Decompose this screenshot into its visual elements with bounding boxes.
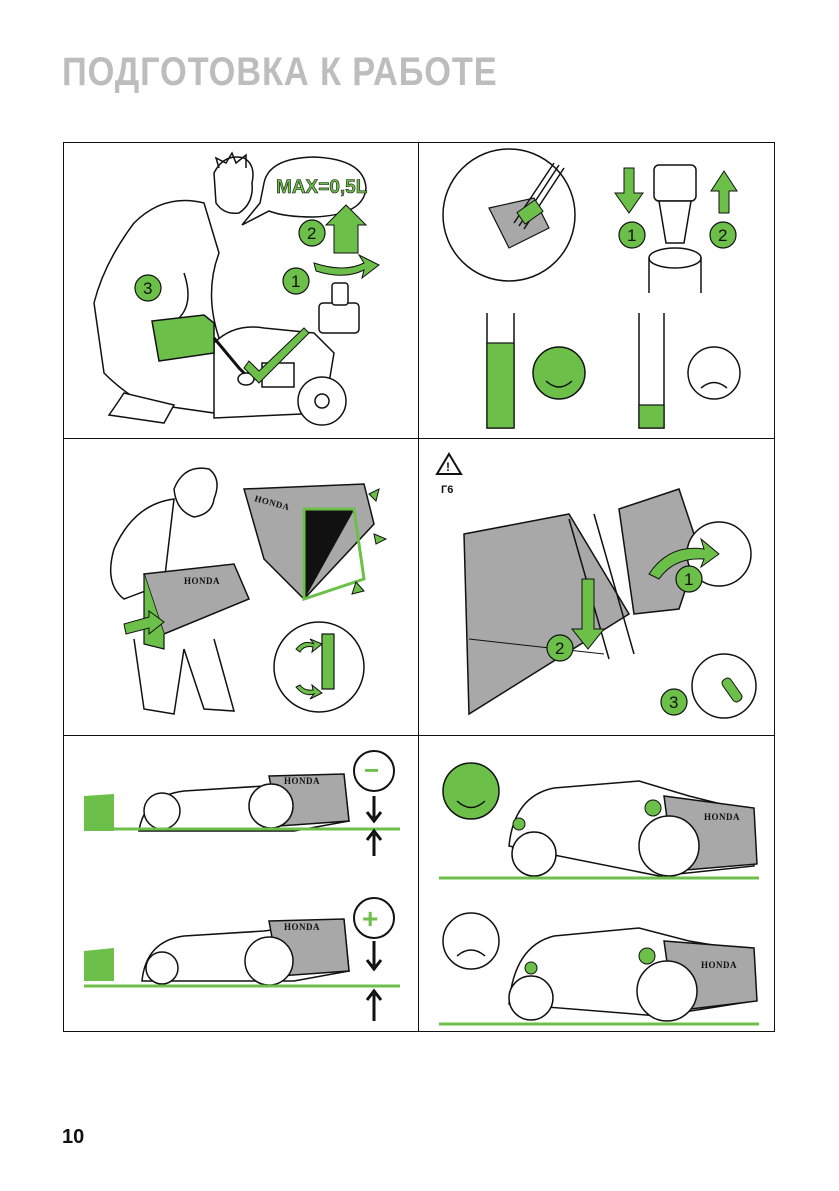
panel-bag-mount: ! Г6 1 2 3 <box>419 439 774 735</box>
mount-step-3: 3 <box>669 693 678 712</box>
page-title: ПОДГОТОВКА К РАБОТЕ <box>62 50 498 94</box>
grid-divider-row-2 <box>63 735 775 736</box>
minus-sign: − <box>364 755 379 785</box>
oil-step-2: 2 <box>307 224 316 243</box>
panel-grass-bag: HONDA HONDA <box>64 439 418 735</box>
oil-step-1: 1 <box>291 272 300 291</box>
bottom-mower-brand: HONDA <box>284 922 320 932</box>
panel-height-adjust: HONDA − HONDA + <box>64 736 418 1031</box>
oil-step-3: 3 <box>143 279 152 298</box>
mount-step-1: 1 <box>684 570 693 589</box>
top-mower-brand: HONDA <box>284 776 320 786</box>
warning-icon: ! <box>446 460 450 474</box>
panel-dipstick: 1 2 <box>419 143 774 438</box>
page-number: 10 <box>62 1126 85 1148</box>
dipstick-step-2: 2 <box>718 226 727 245</box>
good-mower-brand: HONDA <box>704 812 740 822</box>
grid-divider-row-1 <box>63 438 775 439</box>
illustration-grid <box>63 142 775 1032</box>
dipstick-step-1: 1 <box>627 226 636 245</box>
plus-sign: + <box>362 903 378 934</box>
bad-mower-brand: HONDA <box>701 960 737 970</box>
warning-code: Г6 <box>441 484 453 496</box>
carry-bag-brand: HONDA <box>184 576 220 586</box>
panel-wheel-height: HONDA HONDA <box>419 736 774 1031</box>
grid-divider-vertical <box>418 142 419 1032</box>
panel-oil-fill: MAX=0,5L 2 1 3 <box>64 143 418 438</box>
oil-capacity-label: MAX=0,5L <box>276 177 368 198</box>
mount-step-2: 2 <box>555 639 564 658</box>
